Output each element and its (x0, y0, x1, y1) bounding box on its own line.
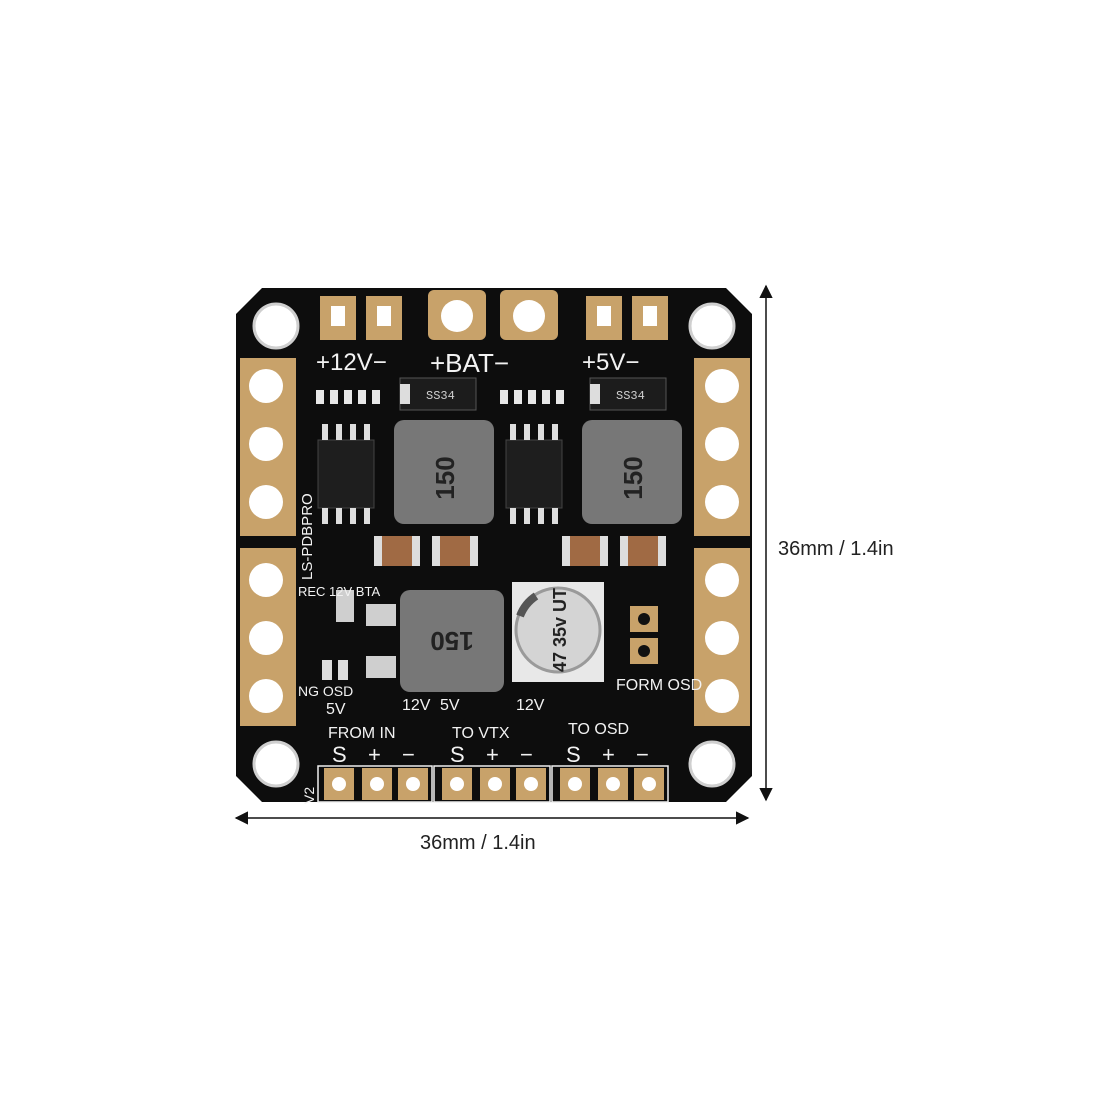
inductor-top-left: 150 (394, 420, 494, 524)
pin-s-3: S (566, 742, 581, 767)
pin-minus-3: − (636, 742, 649, 767)
pin-plus-1: + (368, 742, 381, 767)
diode-right-label: SS34 (616, 389, 645, 403)
top-pads (320, 290, 668, 340)
form-osd-pads (630, 606, 658, 664)
pin-plus-2: + (486, 742, 499, 767)
mounting-holes (252, 302, 736, 788)
regulator-ic-left (317, 424, 375, 524)
diode-left-label: SS34 (426, 389, 455, 403)
regulator-ic-right (505, 424, 563, 524)
pcb-board (236, 288, 752, 802)
label-5v-mid: 5V (440, 697, 460, 714)
inductor-top-right: 150 (582, 420, 682, 524)
pin-s-1: S (332, 742, 347, 767)
inductor-bottom: 150 (400, 590, 504, 692)
label-5v-left: 5V (326, 701, 346, 718)
side-label: LS-PDBPRO (299, 493, 316, 580)
label-5v: +5V− (582, 349, 639, 376)
capacitor-label: 47 35v UT (550, 588, 570, 672)
to-vtx-label: TO VTX (452, 725, 510, 742)
label-12v: +12V− (316, 349, 387, 376)
label-12v-left: 12V (402, 697, 431, 714)
height-dimension-label: 36mm / 1.4in (778, 538, 894, 560)
diode-left: SS34 (399, 377, 477, 411)
inductor-bottom-label: 150 (430, 626, 473, 656)
to-osd-label: TO OSD (568, 721, 629, 738)
pin-minus-1: − (402, 742, 415, 767)
ng-osd-label: NG OSD (298, 683, 353, 699)
pin-minus-2: − (520, 742, 533, 767)
smd-components-left (322, 590, 396, 680)
inductor-top-left-label: 150 (430, 456, 460, 499)
right-pad-strip (694, 358, 750, 726)
inductor-top-right-label: 150 (618, 456, 648, 499)
bottom-pads (317, 765, 669, 803)
pin-labels: S + − S + − S + − (332, 742, 649, 767)
ceramic-capacitors (374, 536, 666, 566)
diode-right: SS34 (589, 377, 667, 411)
from-in-label: FROM IN (328, 725, 396, 742)
label-12v-right: 12V (516, 697, 545, 714)
smd-pads-top (316, 390, 564, 404)
width-dimension-label: 36mm / 1.4in (420, 832, 536, 854)
form-osd-label: FORM OSD (616, 677, 702, 694)
electrolytic-capacitor: 47 35v UT (512, 582, 604, 682)
rec-label: REC 12V BTA (298, 584, 380, 599)
label-bat: +BAT− (430, 348, 509, 378)
left-pad-strip (240, 358, 296, 726)
pin-plus-3: + (602, 742, 615, 767)
version-label: V2 (301, 787, 317, 804)
pin-s-2: S (450, 742, 465, 767)
